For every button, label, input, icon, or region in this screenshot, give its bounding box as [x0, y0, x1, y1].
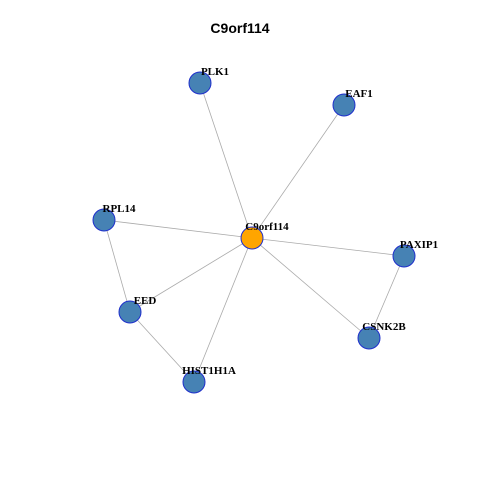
node-csnk2b[interactable]: CSNK2B — [357, 321, 406, 350]
node-eed[interactable]: EED — [118, 295, 157, 324]
node-circle[interactable] — [392, 244, 416, 268]
node-paxip1[interactable]: PAXIP1 — [392, 239, 438, 268]
node-plk1[interactable]: PLK1 — [188, 66, 229, 95]
node-circle[interactable] — [357, 326, 381, 350]
node-label: CSNK2B — [362, 321, 406, 333]
node-label: EAF1 — [345, 88, 373, 100]
diagram-title: C9orf114 — [210, 20, 270, 36]
edge-c9orf114-rpl14 — [103, 219, 253, 239]
node-circle[interactable] — [188, 71, 212, 95]
edge-c9orf114-hist1h1a — [193, 237, 253, 383]
node-c9orf114[interactable]: C9orf114 — [240, 221, 289, 250]
node-label: RPL14 — [103, 203, 137, 215]
node-hist1h1a[interactable]: HIST1H1A — [182, 365, 236, 394]
node-circle[interactable] — [92, 208, 116, 232]
node-label: C9orf114 — [245, 221, 289, 233]
edge-rpl14-eed — [103, 219, 131, 313]
node-label: PLK1 — [201, 66, 229, 78]
node-circle[interactable] — [182, 370, 206, 394]
edge-c9orf114-csnk2b — [251, 237, 370, 339]
node-label: PAXIP1 — [400, 239, 438, 251]
node-rpl14[interactable]: RPL14 — [92, 203, 137, 232]
edge-c9orf114-paxip1 — [251, 237, 405, 257]
edge-c9orf114-eaf1 — [251, 104, 345, 239]
edge-paxip1-csnk2b — [368, 255, 405, 339]
node-circle[interactable] — [332, 93, 356, 117]
edge-layer — [103, 82, 405, 383]
node-eaf1[interactable]: EAF1 — [332, 88, 373, 117]
edge-eed-hist1h1a — [129, 311, 195, 383]
node-label: EED — [134, 295, 157, 307]
edge-c9orf114-plk1 — [199, 82, 253, 239]
node-label: HIST1H1A — [182, 365, 236, 377]
node-circle[interactable] — [118, 300, 142, 324]
node-circle[interactable] — [240, 226, 264, 250]
edge-c9orf114-eed — [129, 237, 253, 313]
